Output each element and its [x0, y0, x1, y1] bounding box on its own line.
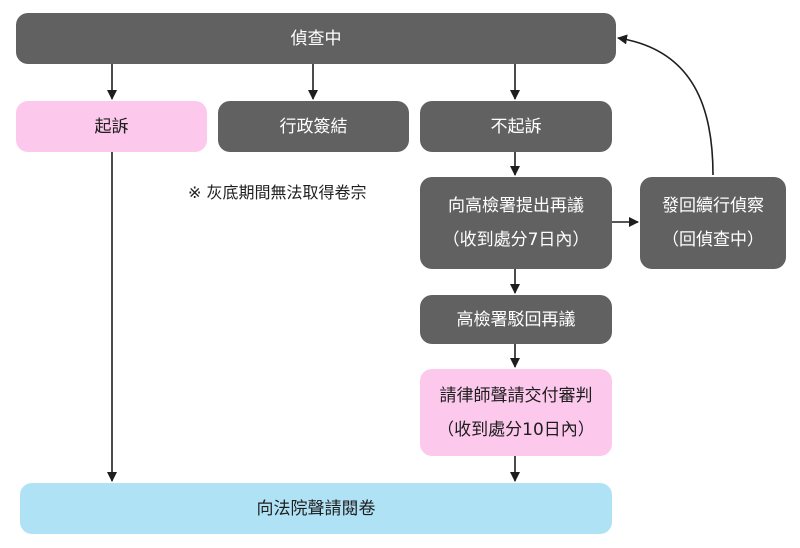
node-investigating: 偵查中 [16, 13, 616, 64]
node-trial-request-line1: 請律師聲請交付審判 [439, 385, 593, 406]
node-non-prosecution: 不起訴 [420, 101, 612, 152]
node-dismissed: 高檢署駁回再議 [420, 295, 612, 344]
node-trial-request: 請律師聲請交付審判 （收到處分10日內） [420, 369, 612, 456]
arrow-remand-to-investigating [617, 34, 714, 176]
node-investigating-label: 偵查中 [290, 28, 342, 49]
node-prosecution: 起訴 [16, 101, 207, 152]
node-prosecution-label: 起訴 [94, 116, 129, 137]
note-gray-period: ※ 灰底期間無法取得卷宗 [188, 183, 367, 202]
node-court-access: 向法院聲請閱卷 [20, 483, 612, 534]
node-admin-closure-label: 行政簽結 [279, 116, 348, 137]
node-admin-closure: 行政簽結 [218, 101, 409, 152]
node-remand-line2: （回偵查中） [662, 230, 764, 250]
node-trial-request-line2: （收到處分10日內） [437, 419, 595, 440]
node-court-access-label: 向法院聲請閱卷 [256, 498, 376, 519]
node-reconsideration-line1: 向高檢署提出再議 [448, 196, 584, 216]
node-dismissed-label: 高檢署駁回再議 [456, 309, 576, 330]
node-reconsideration: 向高檢署提出再議 （收到處分7日內） [420, 177, 612, 269]
node-reconsideration-line2: （收到處分7日內） [442, 230, 590, 250]
node-remand-line1: 發回續行偵察 [662, 196, 764, 216]
node-remand: 發回續行偵察 （回偵查中） [640, 177, 786, 269]
node-non-prosecution-label: 不起訴 [490, 116, 542, 137]
